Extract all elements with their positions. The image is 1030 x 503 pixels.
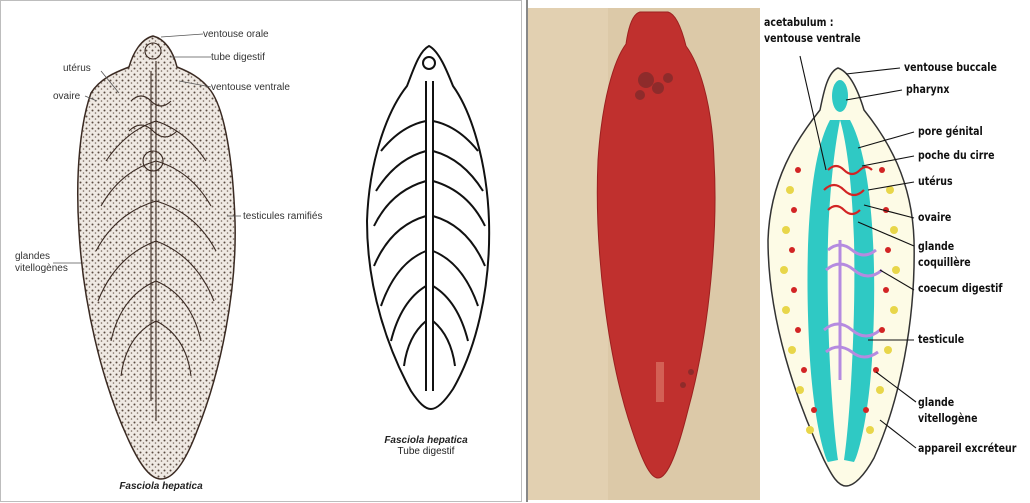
label-vitellogenes: vitellogènes [15, 263, 68, 274]
caption-digestive-species: Fasciola hepatica [384, 435, 467, 446]
label-pore-genital: pore génital [918, 125, 983, 138]
label-coecum-digestif: coecum digestif [918, 282, 1002, 295]
label-glande-coquillere-2: coquillère [918, 256, 971, 269]
label-ventouse-buccale: ventouse buccale [904, 61, 997, 74]
label-ventouse-ventrale-right: ventouse ventrale [764, 32, 861, 45]
label-glande-vitellogene-1: glande [918, 396, 954, 409]
left-diagram-panel: ventouse orale tube digestif utérus ovai… [0, 0, 522, 502]
label-uterus: utérus [63, 63, 91, 74]
label-ovaire-right: ovaire [918, 211, 951, 224]
fasciola-photo-and-schema [528, 0, 1030, 502]
caption-digestive: Fasciola hepatica Tube digestif [371, 435, 481, 457]
label-ventouse-ventrale: ventouse ventrale [211, 82, 290, 93]
label-ventouse-orale: ventouse orale [203, 29, 269, 40]
caption-fasciola-whole-text: Fasciola hepatica [119, 481, 202, 492]
caption-fasciola-whole: Fasciola hepatica [111, 481, 211, 492]
label-glande-vitellogene-2: vitellogène [918, 412, 977, 425]
label-uterus-right: utérus [918, 175, 953, 188]
label-ovaire: ovaire [53, 91, 80, 102]
digestive-tube-drawing [367, 46, 489, 409]
label-poche-du-cirre: poche du cirre [918, 149, 994, 162]
label-tube-digestif: tube digestif [211, 52, 265, 63]
label-appareil-excreteur: appareil excréteur [918, 442, 1016, 455]
label-testicule: testicule [918, 333, 964, 346]
fasciola-drawings [1, 1, 523, 503]
label-glandes: glandes [15, 251, 50, 262]
label-testicules-ramifies: testicules ramifiés [243, 211, 322, 222]
label-pharynx: pharynx [906, 83, 949, 96]
label-glande-coquillere-1: glande [918, 240, 954, 253]
label-acetabulum: acetabulum : [764, 16, 834, 29]
caption-digestive-sub: Tube digestif [398, 446, 455, 457]
right-diagram-panel: acetabulum : ventouse ventrale ventouse … [526, 0, 1030, 502]
